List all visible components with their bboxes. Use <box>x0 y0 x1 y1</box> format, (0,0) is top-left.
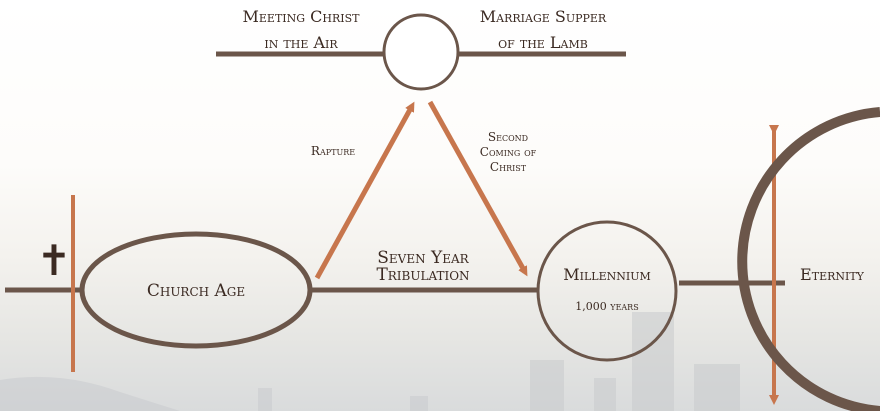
second-coming-label-line3: Christ <box>490 160 527 174</box>
eternity-arc <box>737 107 880 415</box>
heaven-circle <box>382 13 460 91</box>
tribulation-label-line2: Tribulation <box>376 265 469 285</box>
meeting-christ-label-line1: Meeting Christ <box>243 7 361 26</box>
second-coming-label-line2: Coming of <box>480 145 537 159</box>
second-coming-arrow <box>427 100 528 277</box>
marriage-supper-label-line2: of the Lamb <box>498 33 588 52</box>
millennium-label: Millennium <box>563 265 651 284</box>
church-age-ellipse <box>79 231 313 349</box>
rapture-arrow <box>314 101 415 280</box>
millennium-years-label: 1,000 years <box>575 300 638 313</box>
tribulation-label-line1: Seven Year <box>377 248 469 268</box>
millennium-circle <box>536 220 678 362</box>
second-coming-label-line1: Second <box>488 130 528 144</box>
cross-icon: ✝ <box>36 236 71 285</box>
eternity-label: Eternity <box>800 265 865 284</box>
marriage-supper-label-line1: Marriage Supper <box>480 7 607 26</box>
church-age-label: Church Age <box>147 281 245 301</box>
skyline-background <box>0 312 740 411</box>
meeting-christ-label-line2: in the Air <box>264 33 338 52</box>
rapture-label: Rapture <box>311 144 355 158</box>
